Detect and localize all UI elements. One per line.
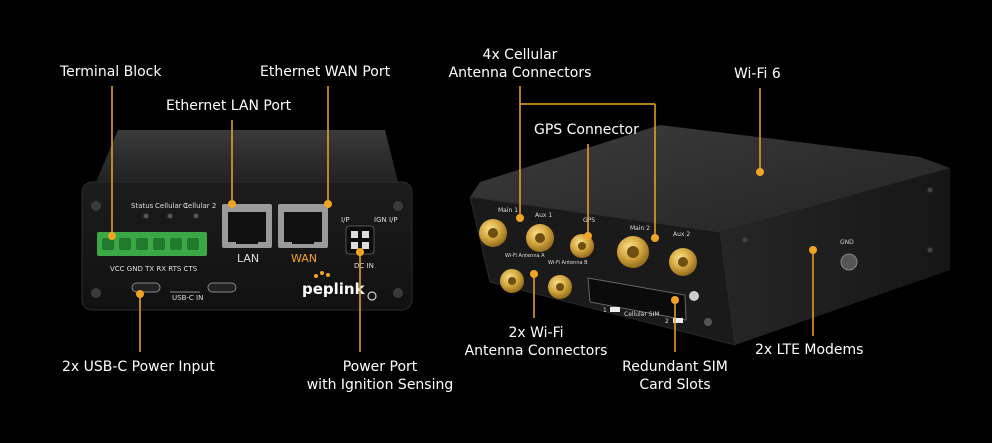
- sim1-text: 1: [603, 307, 607, 314]
- screw-icon: [393, 201, 403, 211]
- wifi6-label: Wi-Fi 6: [734, 66, 781, 82]
- usbc-port-1: [131, 282, 161, 293]
- screw-icon: [742, 237, 748, 243]
- screw-icon: [393, 288, 403, 298]
- cellular-antenna-connectors: [479, 219, 697, 276]
- ip-text: I/P: [341, 216, 350, 224]
- status-text: Status: [131, 202, 154, 210]
- usbc-in-text: USB-C IN: [172, 294, 203, 302]
- rear-device: Main 1 Aux 1 GPS Main 2 Aux 2 Wi-Fi Ante…: [469, 125, 950, 346]
- rear-device-top: [470, 125, 950, 232]
- sim-label-text: Cellular SIM: [624, 311, 660, 318]
- sim2-text: 2: [665, 318, 669, 325]
- cellular1-text: Cellular 1: [155, 202, 188, 210]
- cellular2-led-icon: [193, 213, 199, 219]
- gnd-screw-icon: [840, 253, 858, 271]
- wifi-a-text: Wi-Fi Antenna A: [505, 253, 545, 259]
- wifi-antenna-label-line2: Antenna Connectors: [464, 343, 608, 359]
- main2-text: Main 2: [630, 225, 650, 232]
- status-led-icon: [143, 213, 149, 219]
- screw-icon: [927, 247, 933, 253]
- gps-connector-label: GPS Connector: [534, 122, 639, 138]
- sim-button-icon: [689, 291, 699, 301]
- wifi-antenna-label-line1: 2x Wi-Fi: [508, 325, 564, 341]
- cellular-antenna-label-line1: 4x Cellular: [482, 47, 558, 63]
- usbc-power-label: 2x USB-C Power Input: [62, 359, 215, 375]
- callout-lines: [111, 86, 814, 352]
- power-port-label: Power Port with Ignition Sensing: [295, 358, 465, 394]
- lte-modems-label: 2x LTE Modems: [755, 342, 864, 358]
- sim-slot: [587, 277, 687, 321]
- wifi-antenna-connectors: [500, 269, 572, 299]
- gps-text: GPS: [583, 217, 595, 224]
- power-port-label-line2: with Ignition Sensing: [306, 377, 454, 393]
- ethernet-wan-label: Ethernet WAN Port: [260, 64, 391, 80]
- wifi-antenna-label: 2x Wi-Fi Antenna Connectors: [456, 324, 616, 360]
- peplink-logo-icon: [314, 271, 330, 278]
- screw-icon: [91, 201, 101, 211]
- ign-ip-text: IGN I/P: [374, 216, 398, 224]
- dc-in-text: DC IN: [354, 262, 374, 270]
- sim-slots-label-line2: Card Slots: [639, 377, 711, 393]
- power-port-label-line1: Power Port: [342, 359, 418, 375]
- wifi-b-text: Wi-Fi Antenna B: [548, 260, 588, 266]
- front-device-top: [96, 130, 398, 182]
- reset-icon: [367, 291, 377, 301]
- cellular-antenna-label: 4x Cellular Antenna Connectors: [440, 46, 600, 82]
- main1-text: Main 1: [498, 207, 518, 214]
- wan-text: WAN: [291, 252, 317, 265]
- aux1-text: Aux 1: [535, 212, 552, 219]
- sim-slots-label: Redundant SIM Card Slots: [610, 358, 740, 394]
- cellular-antenna-label-line2: Antenna Connectors: [448, 65, 592, 81]
- gnd-text: GND: [840, 239, 854, 246]
- ethernet-lan-label: Ethernet LAN Port: [166, 98, 292, 114]
- brand-text: peplink: [302, 280, 366, 298]
- front-device: Status Cellular 1 Cellular 2 VCC GND TX …: [81, 130, 413, 311]
- sim-slots-label-line1: Redundant SIM: [622, 359, 728, 375]
- lan-text: LAN: [237, 252, 259, 265]
- cellular1-led-icon: [167, 213, 173, 219]
- aux2-text: Aux 2: [673, 231, 690, 238]
- terminal-pins-text: VCC GND TX RX RTS CTS: [110, 265, 198, 273]
- screw-icon: [927, 187, 933, 193]
- callout-dots: [108, 168, 817, 304]
- terminal-block-label: Terminal Block: [60, 64, 162, 80]
- cellular2-text: Cellular 2: [183, 202, 216, 210]
- usbc-port-2: [207, 282, 237, 293]
- screw-icon: [704, 318, 712, 326]
- rear-device-side: [720, 168, 950, 345]
- screw-icon: [91, 288, 101, 298]
